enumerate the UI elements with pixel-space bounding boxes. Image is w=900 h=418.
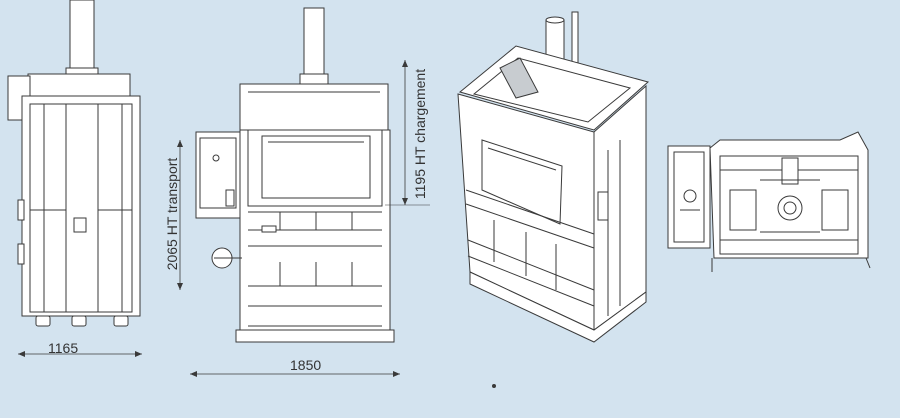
loading-height-dimension-line [385,60,430,206]
width-dimension-label: 1165 [48,340,79,356]
transport-height-label: 2065 HT transport [164,157,180,271]
depth-dimension-label: 1850 [290,357,322,373]
front-view [190,7,400,377]
isometric-view [457,11,650,388]
transport-height-dimension-line [177,140,183,290]
loading-height-label: 1195 HT chargement [412,68,428,200]
top-view [667,131,871,272]
side-view [7,0,142,357]
